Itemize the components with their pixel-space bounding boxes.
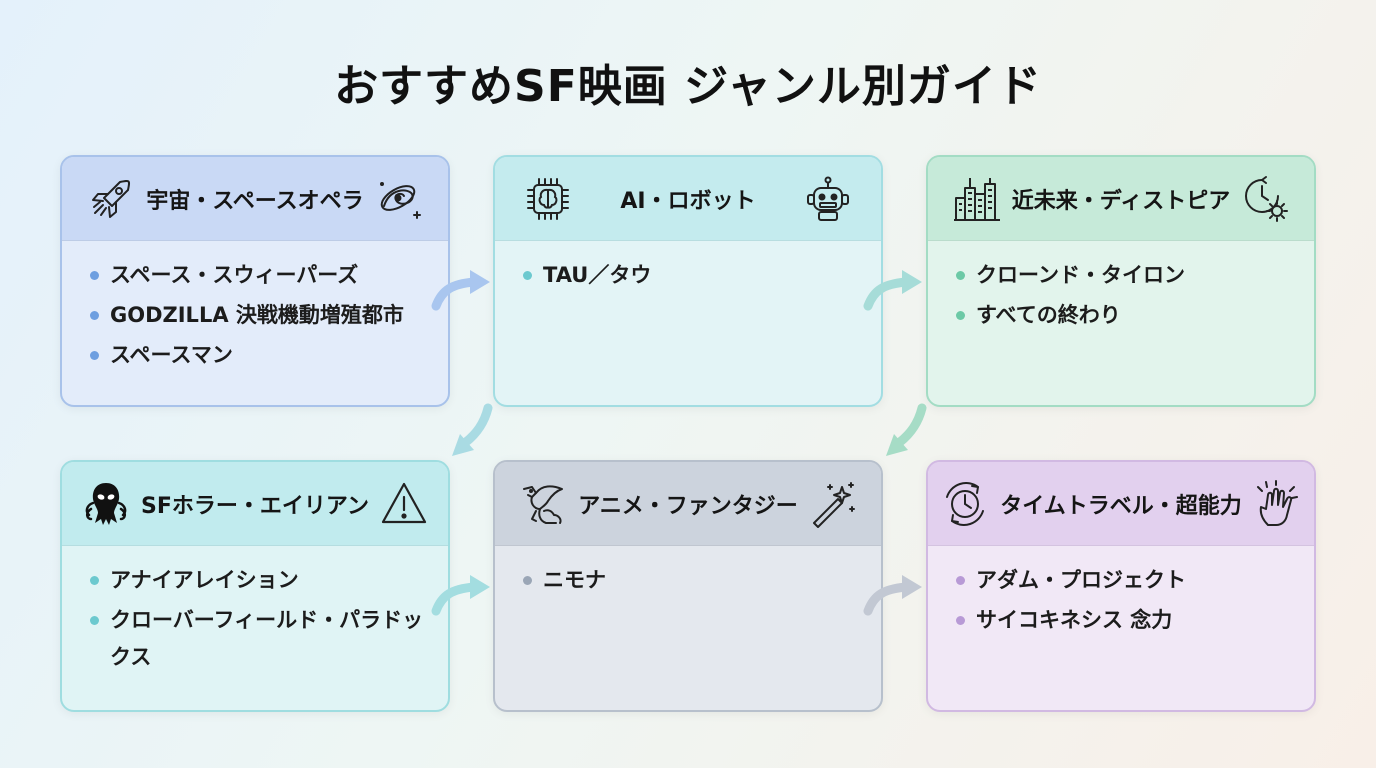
bullet-dot	[956, 576, 965, 585]
card-title: SFホラー・エイリアン	[141, 493, 369, 519]
movie-item: スペースマン	[90, 337, 424, 374]
warning-icon	[381, 482, 427, 523]
dragon-icon	[523, 484, 564, 524]
movie-title: スペースマン	[110, 343, 233, 367]
alien-icon	[85, 482, 127, 525]
card-header: AI・ロボット	[495, 157, 881, 241]
genre-card-fantasy: アニメ・ファンタジー ニモナ	[493, 460, 883, 712]
bullet-dot	[523, 271, 532, 280]
card-header: 近未来・ディストピア	[928, 157, 1314, 241]
clock-gear-icon	[1245, 175, 1289, 222]
galaxy-icon	[379, 181, 421, 219]
card-header: アニメ・ファンタジー	[495, 462, 881, 546]
movie-title: クローバーフィールド・パラドックス	[110, 608, 424, 669]
time-travel-clock-icon	[946, 481, 985, 526]
card-title: アニメ・ファンタジー	[578, 493, 798, 519]
flow-arrow	[886, 403, 927, 456]
card-title: タイムトラベル・超能力	[1000, 493, 1242, 519]
bullet-dot	[956, 616, 965, 625]
flow-arrow	[863, 270, 922, 311]
movie-title: アダム・プロジェクト	[976, 568, 1186, 592]
card-title: 宇宙・スペースオペラ	[146, 188, 364, 214]
bullet-dot	[90, 271, 99, 280]
movie-item: アダム・プロジェクト	[956, 562, 1290, 599]
page-title: おすすめSF映画 ジャンル別ガイド	[334, 61, 1042, 112]
movie-title: アナイアレイション	[110, 568, 299, 592]
movie-title: サイコキネシス 念力	[976, 608, 1173, 632]
movie-title: TAU／タウ	[543, 263, 652, 287]
genre-card-dystopia: 近未来・ディストピア クローンド・タイロン すべての終わり	[926, 155, 1316, 407]
movie-title: GODZILLA 決戦機動増殖都市	[110, 303, 404, 327]
card-header: 宇宙・スペースオペラ	[62, 157, 448, 241]
movie-item: クローンド・タイロン	[956, 257, 1290, 294]
genre-card-ai: AI・ロボット TAU／タウ	[493, 155, 883, 407]
rocket-icon	[92, 179, 131, 218]
movie-item: すべての終わり	[956, 297, 1290, 334]
magic-wand-icon	[812, 481, 855, 528]
bullet-dot	[90, 311, 99, 320]
bullet-dot	[90, 576, 99, 585]
card-header: タイムトラベル・超能力	[928, 462, 1314, 546]
city-icon	[953, 177, 1000, 221]
bullet-dot	[956, 271, 965, 280]
bullet-dot	[90, 616, 99, 625]
movie-item: TAU／タウ	[523, 257, 857, 294]
movie-item: アナイアレイション	[90, 562, 424, 599]
genre-card-time-travel: タイムトラベル・超能力 アダム・プロジェクト サイコキネシス 念力	[926, 460, 1316, 712]
flow-arrow	[452, 403, 493, 456]
card-header: SFホラー・エイリアン	[62, 462, 448, 546]
movie-item: GODZILLA 決戦機動増殖都市	[90, 297, 424, 334]
genre-card-horror: SFホラー・エイリアン アナイアレイション クローバーフィールド・パラドックス	[60, 460, 450, 712]
psychic-hand-icon	[1256, 479, 1298, 526]
movie-title: ニモナ	[543, 568, 606, 592]
movie-title: すべての終わり	[976, 303, 1121, 327]
genre-card-space: 宇宙・スペースオペラ スペース・スウィーパーズ GODZILLA 決戦機動増殖都…	[60, 155, 450, 407]
flow-arrow	[431, 270, 490, 311]
movie-item: ニモナ	[523, 562, 857, 599]
card-title: AI・ロボット	[620, 188, 756, 214]
bullet-dot	[90, 351, 99, 360]
bullet-dot	[956, 311, 965, 320]
brain-chip-icon	[527, 177, 569, 220]
movie-title: クローンド・タイロン	[976, 263, 1185, 287]
flow-arrow	[863, 575, 922, 616]
movie-item: サイコキネシス 念力	[956, 602, 1290, 639]
card-title: 近未来・ディストピア	[1011, 188, 1231, 214]
robot-icon	[807, 176, 849, 221]
movie-item: クローバーフィールド・パラドックス	[90, 602, 424, 676]
movie-item: スペース・スウィーパーズ	[90, 257, 424, 294]
bullet-dot	[523, 576, 532, 585]
flow-arrow	[431, 575, 490, 616]
movie-title: スペース・スウィーパーズ	[110, 263, 359, 287]
